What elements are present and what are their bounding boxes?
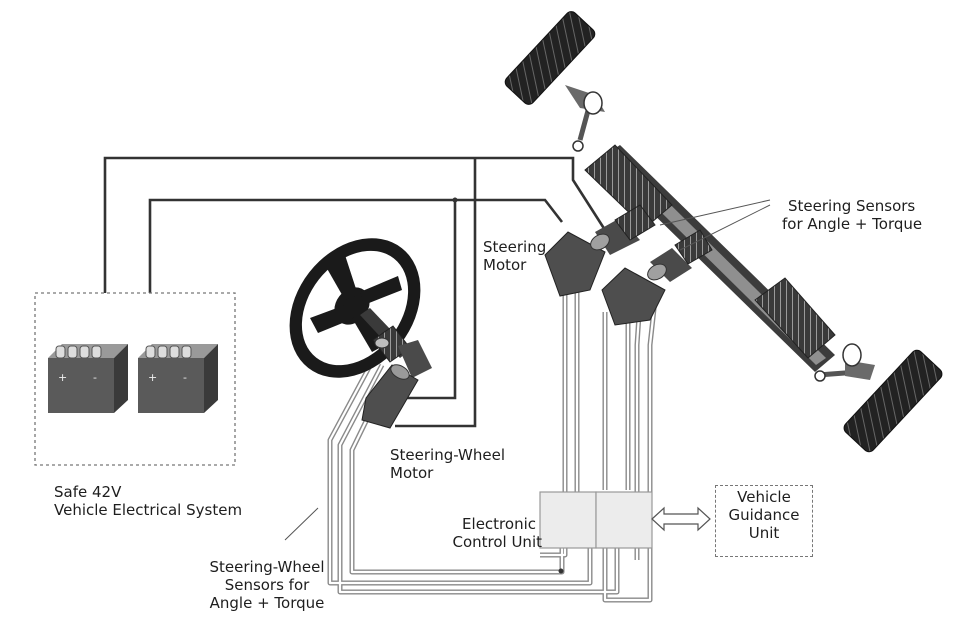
leader-steering-sensors xyxy=(659,199,771,226)
label-steering-wheel-motor: Steering-Wheel Motor xyxy=(390,446,505,482)
steering-motor xyxy=(544,204,656,297)
power-wire-outer xyxy=(103,156,607,293)
label-steering-motor-line1: Steering xyxy=(483,238,547,256)
label-electrical-system-line1: Safe 42V xyxy=(54,483,122,501)
steering-wheel xyxy=(289,238,421,378)
label-vehicle-guidance-line1: Vehicle xyxy=(737,488,791,506)
label-steering-sensors-line2: for Angle + Torque xyxy=(782,215,923,233)
steering-rack xyxy=(572,95,859,382)
rack-sensor-motor xyxy=(601,229,713,326)
label-steering-wheel-motor-line1: Steering-Wheel xyxy=(390,446,505,464)
label-vehicle-guidance: Vehicle Guidance Unit xyxy=(715,488,813,542)
label-wheel-sensors-line3: Angle + Torque xyxy=(209,594,325,612)
front-wheel-lower xyxy=(842,343,943,453)
battery-right-minus: - xyxy=(183,371,187,384)
battery-right-plus: + xyxy=(148,371,158,384)
battery-left-plus: + xyxy=(58,371,68,384)
label-ecu-line1: Electronic xyxy=(462,515,536,533)
bellows-lower xyxy=(754,277,836,359)
label-electrical-system: Safe 42V Vehicle Electrical System xyxy=(54,483,242,519)
label-steering-motor-line2: Motor xyxy=(483,256,527,274)
battery-right xyxy=(138,344,218,413)
power-wires xyxy=(103,156,607,428)
leader-steering-sensors-2 xyxy=(679,204,771,251)
battery-left-minus: - xyxy=(93,371,97,384)
label-steering-sensors-line1: Steering Sensors xyxy=(788,197,916,215)
power-wire-wheel-motor-a xyxy=(398,200,457,400)
label-steering-sensors: Steering Sensors for Angle + Torque xyxy=(782,197,922,233)
leader-wheel-sensors xyxy=(284,507,319,541)
label-steering-wheel-motor-line2: Motor xyxy=(390,464,434,482)
label-steering-motor: Steering Motor xyxy=(483,238,546,274)
power-wire-wheel-motor-b xyxy=(395,158,477,428)
sensor-cables xyxy=(327,292,658,603)
steering-wheel-motor xyxy=(361,340,432,429)
label-ecu-line2: Control Unit xyxy=(452,533,542,551)
bellows-upper xyxy=(584,144,673,229)
label-wheel-sensors-line1: Steering-Wheel xyxy=(209,558,325,576)
label-vehicle-guidance-line3: Unit xyxy=(748,524,780,542)
label-wheel-sensors-line2: Sensors for xyxy=(224,576,310,594)
electronic-control-unit xyxy=(539,491,653,549)
vehicle-guidance-box xyxy=(715,485,813,557)
label-vehicle-guidance-line2: Guidance xyxy=(728,506,800,524)
label-electrical-system-line2: Vehicle Electrical System xyxy=(54,501,243,519)
battery-left xyxy=(48,344,128,413)
label-wheel-sensors: Steering-Wheel Sensors for Angle + Torqu… xyxy=(192,558,342,612)
front-wheel-upper xyxy=(504,11,605,115)
label-ecu: Electronic Control Unit xyxy=(432,515,542,551)
ecu-guidance-arrow xyxy=(651,506,711,532)
